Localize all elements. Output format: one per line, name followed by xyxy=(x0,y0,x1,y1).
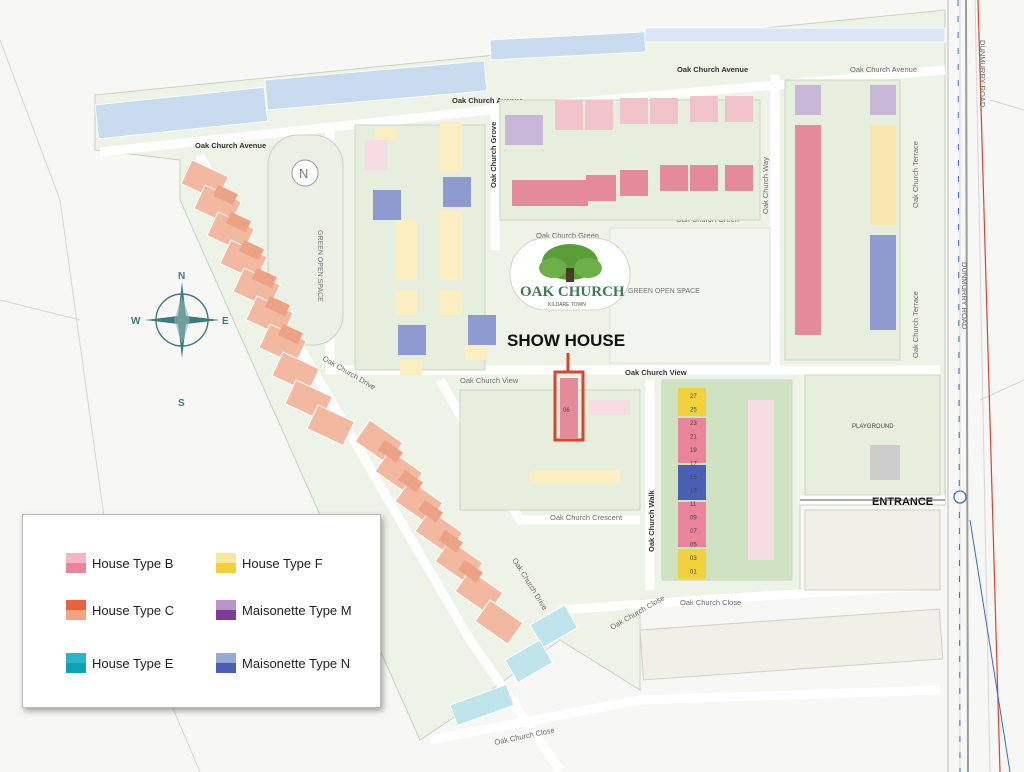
walk-unit-number: 19 xyxy=(690,448,697,454)
logo-tagline: KILDARE TOWN xyxy=(548,302,586,308)
road-label-oak-church-walk: Oak Church Walk xyxy=(647,489,656,552)
legend-label-house-b: House Type B xyxy=(92,555,174,571)
walk-unit-number: 21 xyxy=(690,435,697,441)
maisonette-m-swatch-icon xyxy=(216,600,236,620)
compass-s: S xyxy=(178,398,185,409)
compass-n: N xyxy=(178,271,185,282)
house-c-terrace-front xyxy=(212,185,484,583)
oak-church-walk-block xyxy=(661,379,793,581)
walk-unit-number: 11 xyxy=(690,502,697,508)
playground-structure xyxy=(870,445,900,480)
entrance-label: ENTRANCE xyxy=(872,496,933,508)
green-open-space-label: GREEN OPEN SPACE xyxy=(316,230,323,302)
compass-e: E xyxy=(222,316,229,327)
show-house-unit-number: 06 xyxy=(563,408,570,414)
walk-unit-number: 05 xyxy=(690,543,697,549)
legend-maisonette-type-m: Maisonette Type M xyxy=(216,600,352,620)
road-label-oak-church-avenue-3: Oak Church Avenue xyxy=(677,65,748,74)
house-f-swatch-icon xyxy=(216,553,236,573)
playground-label: PLAYGROUND xyxy=(852,424,894,430)
legend-label-house-f: House Type F xyxy=(242,555,323,571)
legend-maisonette-type-n: Maisonette Type N xyxy=(216,653,350,673)
show-house-unit xyxy=(560,378,578,438)
house-b-swatch-icon xyxy=(66,553,86,573)
road-label-oak-church-avenue-1: Oak Church Avenue xyxy=(195,141,266,150)
walk-unit-number: 03 xyxy=(690,556,697,562)
road-label-oak-church-avenue-2: Oak Church Avenue xyxy=(452,96,523,105)
compass-w: W xyxy=(131,316,141,327)
walk-unit-number: 13 xyxy=(690,489,697,495)
oak-church-grove-block xyxy=(499,96,761,221)
compass-rose xyxy=(145,282,220,358)
north-marker-circle xyxy=(291,159,319,187)
road-label-oak-church-grove: Oak Church Grove xyxy=(489,122,498,188)
walk-unit-number: 07 xyxy=(690,529,697,535)
legend-box: House Type B House Type F House Type C M… xyxy=(22,514,381,708)
road-label-dunmurry-road-1: DUNMURRY ROAD xyxy=(978,40,987,108)
road-label-oak-church-terrace-1: Oak Church Terrace xyxy=(911,141,920,208)
legend-label-house-c: House Type C xyxy=(92,602,175,618)
central-open-space xyxy=(609,227,771,364)
oak-church-logo xyxy=(509,237,631,311)
north-marker-letter: N xyxy=(299,166,308,181)
maisonette-n-swatch-icon xyxy=(216,653,236,673)
walk-unit-number: 15 xyxy=(690,475,697,481)
legend-house-type-c: House Type C xyxy=(66,600,174,620)
logo-name: OAK CHURCH xyxy=(520,284,625,300)
walk-unit-number: 09 xyxy=(690,516,697,522)
road-label-oak-church-view-2: Oak Church View xyxy=(460,376,519,385)
bottom-parking xyxy=(639,509,944,681)
legend-house-type-b: House Type B xyxy=(66,553,173,573)
road-label-oak-church-green-1: Oak Church Green xyxy=(536,231,599,240)
central-open-space-label: GREEN OPEN SPACE xyxy=(628,288,700,295)
legend-label-maisonette-n: Maisonette Type N xyxy=(242,655,351,671)
road-label-oak-church-terrace-2: Oak Church Terrace xyxy=(911,291,920,358)
walk-unit-number: 01 xyxy=(690,570,697,576)
roundabout-icon xyxy=(953,490,967,504)
oak-church-terrace-block xyxy=(784,79,901,361)
green-open-space-left xyxy=(267,134,344,346)
walk-unit-number: 23 xyxy=(690,421,697,427)
walk-unit-number: 17 xyxy=(690,462,697,468)
road-label-oak-church-way-1: Oak Church Way xyxy=(761,157,770,214)
walk-unit-number: 25 xyxy=(690,408,697,414)
road-label-oak-church-close-1: Oak Church Close xyxy=(680,598,741,607)
road-label-oak-church-crescent: Oak Church Crescent xyxy=(550,513,623,522)
road-label-dunmurry-road-2: DUNMURRY ROAD xyxy=(960,262,969,330)
walk-unit-numbers: 27 25 23 21 19 17 15 13 11 09 07 05 03 01 xyxy=(690,394,697,576)
road-label-oak-church-view-1: Oak Church View xyxy=(625,368,687,377)
legend-label-house-e: House Type E xyxy=(92,655,174,671)
show-house-label: SHOW HOUSE xyxy=(507,331,625,350)
legend-house-type-f: House Type F xyxy=(216,553,323,573)
legend-house-type-e: House Type E xyxy=(66,653,173,673)
house-e-swatch-icon xyxy=(66,653,86,673)
road-label-oak-church-avenue-4: Oak Church Avenue xyxy=(850,65,917,74)
dunmurry-road xyxy=(947,0,1011,772)
house-c-swatch-icon xyxy=(66,600,86,620)
oak-church-park-block xyxy=(354,122,496,375)
house-e-units xyxy=(449,604,579,727)
show-house-block xyxy=(459,378,641,511)
north-row-units xyxy=(94,27,946,140)
legend-label-maisonette-m: Maisonette Type M xyxy=(242,602,352,618)
walk-unit-number: 27 xyxy=(690,394,697,400)
